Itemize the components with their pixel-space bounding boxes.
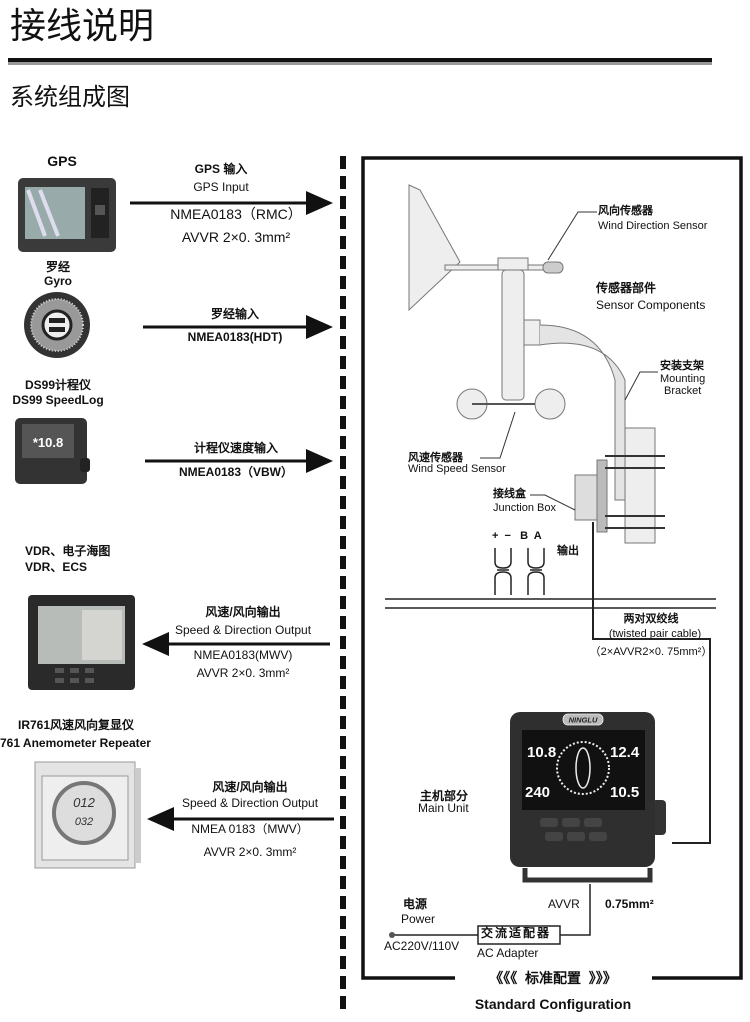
ac-adapter-cn: 交流适配器 xyxy=(481,926,552,940)
speedlog-protocol: NMEA0183（VBW） xyxy=(178,465,294,479)
gyro-device-image xyxy=(24,292,90,358)
power-voltage: AC220V/110V xyxy=(384,939,460,953)
wind-direction-sensor-cn: 风向传感器 xyxy=(598,205,653,217)
vdr-ecs-device-image xyxy=(28,595,135,690)
junction-box-cn: 接线盒 xyxy=(493,488,526,500)
gyro-device-label-en: Gyro xyxy=(43,274,73,288)
speedlog-device-label-cn: DS99计程仪 xyxy=(24,378,92,392)
cable-size: 0.75mm² xyxy=(605,897,654,911)
speedlog-device-image: *10.8 xyxy=(15,418,90,484)
gps-device-image xyxy=(18,178,116,252)
twisted-pair-cn: 两对双绞线 xyxy=(623,613,679,625)
section-subtitle: 系统组成图 xyxy=(10,83,130,111)
gps-input-label-cn: GPS 输入 xyxy=(194,162,248,176)
gyro-input-label: 罗经输入 xyxy=(210,307,260,321)
wind-speed-sensor-en: Wind Speed Sensor xyxy=(408,463,506,475)
gps-device-label: GPS xyxy=(47,153,77,169)
output-label: 输出 xyxy=(557,545,579,557)
power-wiring xyxy=(392,884,591,936)
speedlog-screen-value: *10.8 xyxy=(33,435,63,450)
sensor-components-en: Sensor Components xyxy=(596,298,706,312)
junction-box-en: Junction Box xyxy=(493,502,556,514)
vdr-protocol: NMEA0183(MWV) xyxy=(193,648,293,662)
leader-lines xyxy=(480,211,658,511)
wind-speed-sensor-cn: 风速传感器 xyxy=(408,452,463,464)
wind-vane-image xyxy=(408,184,665,544)
main-unit-value-2: 12.4 xyxy=(610,744,640,761)
ac-adapter-box xyxy=(477,925,561,945)
main-unit-brand: NINGLU xyxy=(569,716,598,725)
main-unit-value-3: 240 xyxy=(525,784,550,801)
power-terminal-icon xyxy=(389,932,395,938)
main-unit-value-1: 10.8 xyxy=(527,744,556,761)
main-unit-image: NINGLU 10.8 12.4 240 10.5 xyxy=(510,712,666,883)
standard-config-en: Standard Configuration xyxy=(474,996,632,1012)
brand-badge xyxy=(562,713,604,726)
page-title: 接线说明 xyxy=(10,6,155,47)
header-rule-shadow xyxy=(8,62,712,65)
vdr-device-label-cn: VDR、电子海图 xyxy=(25,544,111,558)
repeater-device-label-en: 761 Anemometer Repeater xyxy=(0,736,151,750)
standard-config-cn: 《《《 标准配置 》》》 xyxy=(489,970,617,986)
cable-type: AVVR xyxy=(548,897,580,911)
wind-direction-sensor-en: Wind Direction Sensor xyxy=(598,220,708,232)
gps-input-label-en: GPS Input xyxy=(193,180,249,194)
bracket-cn: 安装支架 xyxy=(660,360,704,372)
vdr-output-label-cn: 风速/风向输出 xyxy=(205,605,281,619)
twisted-pair-en: (twisted pair cable) xyxy=(608,628,702,640)
repeater-value-2: 032 xyxy=(75,816,93,828)
speedlog-device-label-en: DS99 SpeedLog xyxy=(12,393,104,407)
speedlog-input-label: 计程仪速度输入 xyxy=(193,441,279,455)
main-unit-label-en: Main Unit xyxy=(418,801,469,815)
twisted-pair-cable-route xyxy=(592,522,711,844)
terminal-labels: + − B A xyxy=(492,530,542,542)
twisted-pair-symbols xyxy=(494,548,545,595)
gyro-device-label-cn: 罗经 xyxy=(45,260,71,274)
repeater-protocol: NMEA 0183（MWV） xyxy=(191,822,309,836)
standard-config-box xyxy=(361,156,743,980)
twisted-pair-spec: （2×AVVR2×0. 75mm²） xyxy=(589,646,713,658)
vdr-device-label-en: VDR、ECS xyxy=(25,560,88,574)
main-unit-value-4: 10.5 xyxy=(610,784,639,801)
bracket-en-2: Bracket xyxy=(664,385,702,397)
repeater-value-1: 012 xyxy=(73,795,95,810)
repeater-device-label-cn: IR761风速风向复显仪 xyxy=(18,718,135,732)
bracket-en-1: Mounting xyxy=(660,373,706,385)
sensor-components-cn: 传感器部件 xyxy=(596,281,657,295)
repeater-cable: AVVR 2×0. 3mm² xyxy=(203,845,297,859)
power-label-cn: 电源 xyxy=(403,897,428,911)
main-unit-label-cn: 主机部分 xyxy=(420,789,469,803)
ac-adapter-en: AC Adapter xyxy=(477,946,539,960)
repeater-output-label-cn: 风速/风向输出 xyxy=(212,780,288,794)
gps-cable: AVVR 2×0. 3mm² xyxy=(181,229,291,245)
header-rule xyxy=(8,58,712,62)
vdr-cable: AVVR 2×0. 3mm² xyxy=(196,666,290,680)
repeater-device-image: 012 032 xyxy=(34,761,141,869)
repeater-output-label-en: Speed & Direction Output xyxy=(181,796,319,810)
gps-protocol: NMEA0183（RMC） xyxy=(170,206,302,222)
gyro-protocol: NMEA0183(HDT) xyxy=(187,330,283,344)
power-label-en: Power xyxy=(401,912,436,926)
vdr-output-label-en: Speed & Direction Output xyxy=(174,623,312,637)
